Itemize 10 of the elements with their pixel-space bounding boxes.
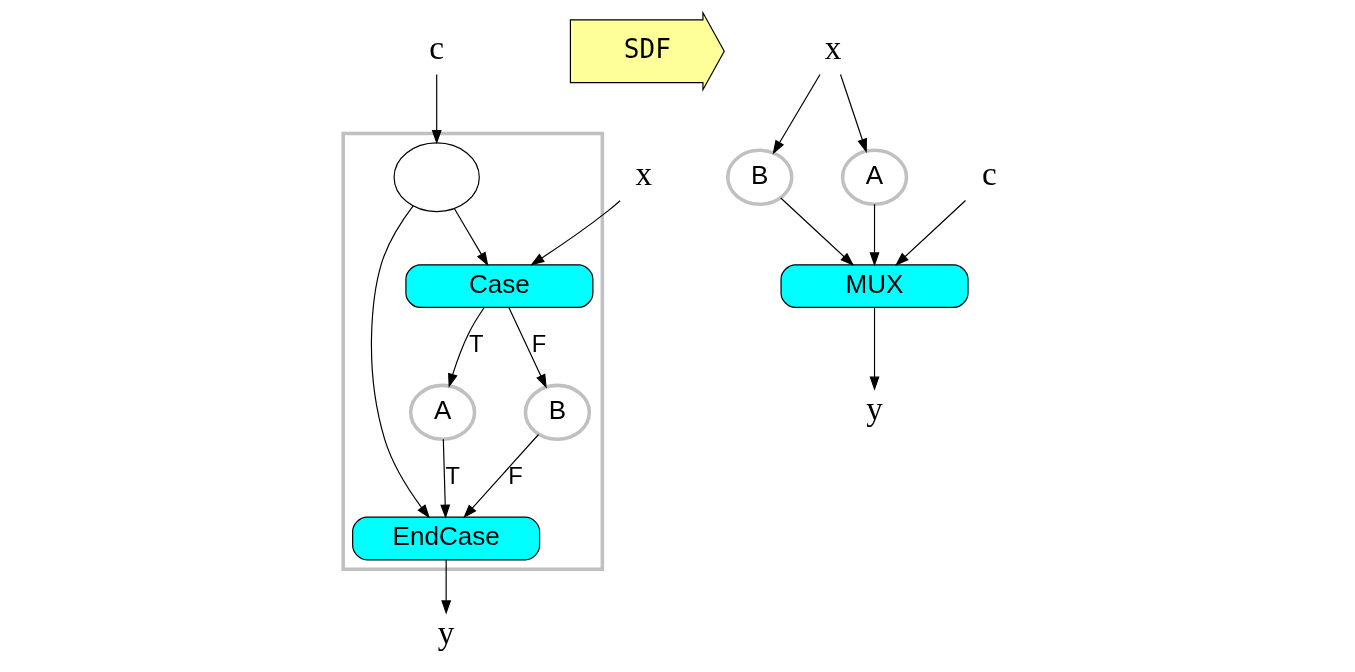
edge-label: F [508,463,523,490]
node-text: x [824,29,842,67]
node-text: y [866,390,883,428]
node-text: c [429,29,445,67]
edge-label: T [469,331,484,358]
node-text: x [635,155,653,193]
edge-label: F [531,331,547,358]
node-text: c [981,155,997,193]
edge-label: T [445,463,460,490]
node-text: y [437,614,455,652]
